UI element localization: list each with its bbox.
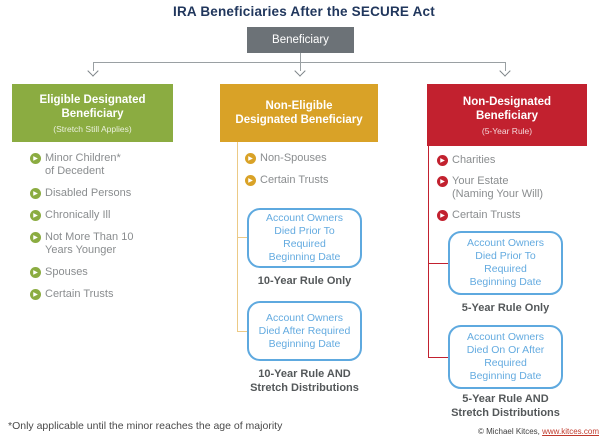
outcome-box-died-on-or-after: Account Owners Died On Or After Required… bbox=[448, 325, 563, 389]
outcome-box-died-after: Account Owners Died After Required Begin… bbox=[247, 301, 362, 361]
branch-horizontal-line bbox=[428, 357, 448, 358]
footnote: *Only applicable until the minor reaches… bbox=[8, 420, 283, 432]
column-non-eligible-designated: Non-Eligible Designated Beneficiary ▶ No… bbox=[220, 84, 378, 394]
list-item: ▶ Certain Trusts bbox=[245, 174, 378, 187]
column-header-title: Non-Designated Beneficiary bbox=[462, 95, 552, 122]
list-item-label: Non-Spouses bbox=[260, 152, 327, 164]
list-item-label: Not More Than 10 Years Younger bbox=[45, 231, 134, 256]
branch-horizontal-line bbox=[428, 263, 448, 264]
connector-stub-line bbox=[300, 53, 301, 63]
rule-label: 5-Year Rule AND Stretch Distributions bbox=[451, 393, 560, 419]
circle-arrow-icon: ▶ bbox=[30, 188, 41, 199]
list-item-label: Certain Trusts bbox=[452, 209, 521, 221]
list-item: ▶ Not More Than 10 Years Younger bbox=[30, 231, 173, 257]
list-item-label: Certain Trusts bbox=[45, 288, 114, 300]
list-item: ▶ Your Estate (Naming Your Will) bbox=[437, 175, 587, 201]
circle-arrow-icon: ▶ bbox=[30, 153, 41, 164]
kitces-link[interactable]: www.kitces.com bbox=[542, 427, 599, 436]
down-arrowhead-icon bbox=[87, 65, 99, 77]
list-item: ▶ Charities bbox=[437, 154, 587, 167]
eligible-item-list: ▶ Minor Children* of Decedent ▶ Disabled… bbox=[12, 152, 173, 301]
rule-label: 5-Year Rule Only bbox=[461, 302, 550, 314]
list-item: ▶ Disabled Persons bbox=[30, 187, 173, 200]
column-header-title: Eligible Designated Beneficiary bbox=[39, 93, 146, 120]
branch-vertical-line bbox=[428, 146, 429, 358]
non-eligible-item-list: ▶ Non-Spouses ▶ Certain Trusts bbox=[220, 152, 378, 187]
list-item-label: Your Estate (Naming Your Will) bbox=[452, 175, 544, 200]
connector-right-stem bbox=[505, 62, 506, 71]
branch-horizontal-line bbox=[237, 331, 247, 332]
list-item-label: Charities bbox=[452, 154, 496, 166]
outcome-box-died-prior: Account Owners Died Prior To Required Be… bbox=[448, 231, 563, 295]
rule-label: 10-Year Rule AND Stretch Distributions bbox=[250, 368, 359, 394]
down-arrowhead-icon bbox=[499, 65, 511, 77]
column-eligible-designated: Eligible Designated Beneficiary (Stretch… bbox=[12, 84, 173, 310]
credit-prefix: © Michael Kitces, bbox=[477, 427, 543, 436]
list-item-label: Disabled Persons bbox=[45, 187, 132, 199]
list-item-label: Chronically Ill bbox=[45, 209, 111, 221]
connector-center-stem bbox=[300, 62, 301, 71]
branch-horizontal-line bbox=[237, 237, 247, 238]
circle-arrow-icon: ▶ bbox=[30, 210, 41, 221]
rule-label: 10-Year Rule Only bbox=[257, 275, 352, 287]
list-item: ▶ Certain Trusts bbox=[30, 288, 173, 301]
column-header-title: Non-Eligible Designated Beneficiary bbox=[235, 100, 363, 126]
page-title: IRA Beneficiaries After the SECURE Act bbox=[173, 4, 435, 19]
non-designated-item-list: ▶ Charities ▶ Your Estate (Naming Your W… bbox=[427, 154, 587, 222]
circle-arrow-icon: ▶ bbox=[30, 289, 41, 300]
circle-arrow-icon: ▶ bbox=[30, 232, 41, 243]
circle-arrow-icon: ▶ bbox=[30, 267, 41, 278]
non-eligible-designated-header: Non-Eligible Designated Beneficiary bbox=[220, 84, 378, 142]
list-item-label: Spouses bbox=[45, 266, 88, 278]
circle-arrow-icon: ▶ bbox=[245, 175, 256, 186]
beneficiary-root-box: Beneficiary bbox=[247, 27, 354, 53]
circle-arrow-icon: ▶ bbox=[245, 153, 256, 164]
list-item-label: Certain Trusts bbox=[260, 174, 329, 186]
list-item: ▶ Chronically Ill bbox=[30, 209, 173, 222]
down-arrowhead-icon bbox=[294, 65, 306, 77]
list-item: ▶ Spouses bbox=[30, 266, 173, 279]
column-header-subtitle: (5-Year Rule) bbox=[481, 125, 533, 136]
outcome-box-died-prior: Account Owners Died Prior To Required Be… bbox=[247, 208, 362, 268]
column-header-subtitle: (Stretch Still Applies) bbox=[53, 123, 132, 134]
list-item: ▶ Non-Spouses bbox=[245, 152, 378, 165]
list-item-label: Minor Children* of Decedent bbox=[45, 152, 121, 177]
circle-arrow-icon: ▶ bbox=[437, 176, 448, 187]
connector-left-stem bbox=[93, 62, 94, 71]
column-non-designated: Non-Designated Beneficiary (5-Year Rule)… bbox=[427, 84, 587, 419]
credit: © Michael Kitces, www.kitces.com bbox=[478, 427, 599, 436]
list-item: ▶ Certain Trusts bbox=[437, 209, 587, 222]
circle-arrow-icon: ▶ bbox=[437, 155, 448, 166]
non-designated-header: Non-Designated Beneficiary (5-Year Rule) bbox=[427, 84, 587, 146]
eligible-designated-header: Eligible Designated Beneficiary (Stretch… bbox=[12, 84, 173, 142]
list-item: ▶ Minor Children* of Decedent bbox=[30, 152, 173, 178]
connector-horizontal-line bbox=[93, 62, 506, 63]
circle-arrow-icon: ▶ bbox=[437, 210, 448, 221]
